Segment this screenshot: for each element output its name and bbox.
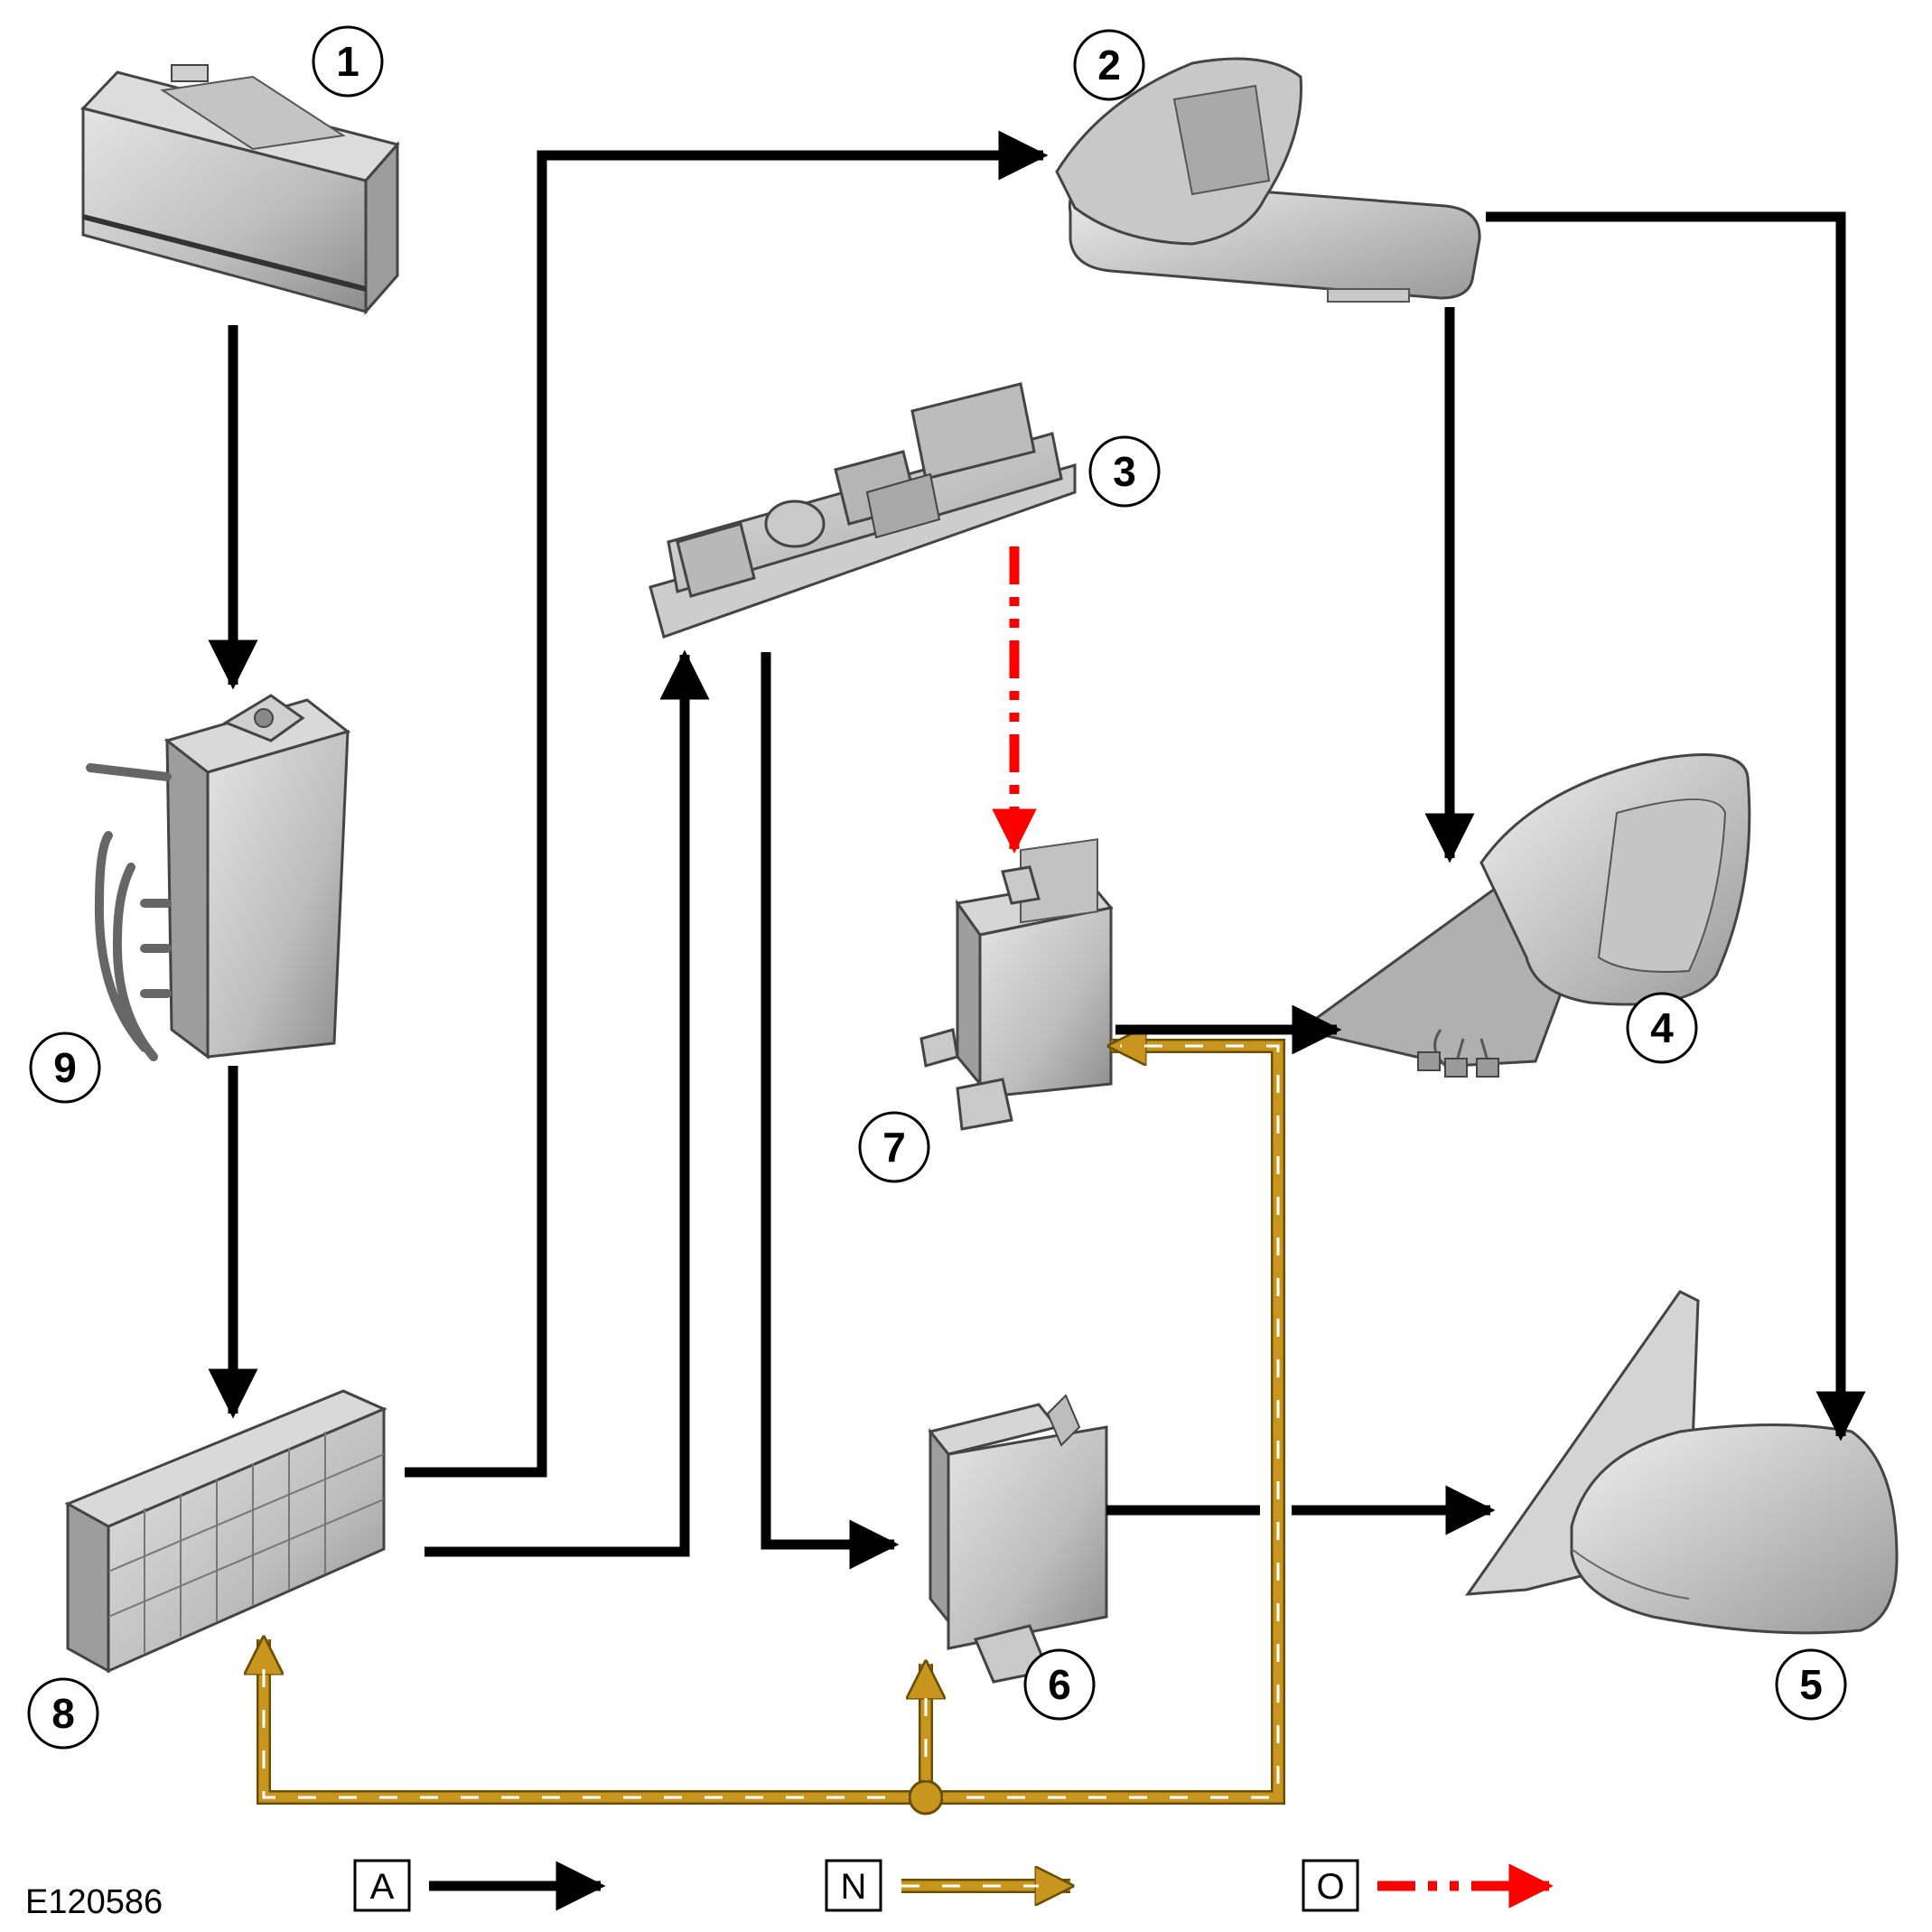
- callout-8: 8: [27, 1677, 99, 1750]
- callout-9: 9: [29, 1031, 101, 1104]
- battery-junction-box-component: [86, 694, 351, 1061]
- callout-8-label: 8: [51, 1690, 75, 1737]
- callout-5: 5: [1775, 1648, 1847, 1721]
- hardwired-connections: [208, 130, 1866, 1570]
- legend-item-a: A: [353, 1859, 606, 1912]
- callout-9-label: 9: [53, 1044, 77, 1091]
- passenger-door-mirror-component: [1297, 753, 1751, 1078]
- callout-7-label: 7: [882, 1124, 906, 1171]
- legend-key-o: O: [1316, 1867, 1344, 1907]
- callout-1: 1: [312, 25, 384, 98]
- passenger-door-module-component: [919, 838, 1114, 1131]
- legend-item-o: O: [1302, 1859, 1554, 1912]
- callout-6-label: 6: [1048, 1661, 1071, 1708]
- bus-network: [264, 1046, 1285, 1815]
- switch-pack-component: [649, 382, 1077, 639]
- callout-1-label: 1: [336, 38, 359, 85]
- callout-2-label: 2: [1097, 42, 1121, 89]
- central-junction-box-component: [64, 1389, 387, 1674]
- callout-4-label: 4: [1650, 1004, 1674, 1051]
- callout-5-label: 5: [1799, 1661, 1823, 1708]
- legend-item-n: N: [825, 1859, 1070, 1912]
- driver-door-module-component: [928, 1394, 1108, 1684]
- callout-3: 3: [1088, 435, 1161, 508]
- legend-key-a: A: [370, 1867, 395, 1907]
- callout-3-label: 3: [1113, 448, 1136, 495]
- callout-2: 2: [1073, 29, 1145, 101]
- battery-component: [80, 64, 400, 315]
- legend-key-n: N: [841, 1867, 867, 1907]
- legend: A N O: [353, 1859, 1554, 1912]
- figure-reference: E120586: [25, 1883, 163, 1921]
- callout-4: 4: [1626, 992, 1698, 1064]
- interior-mirror-component: [1055, 57, 1481, 303]
- callout-6: 6: [1023, 1648, 1096, 1721]
- callout-7: 7: [858, 1111, 930, 1183]
- driver-door-mirror-component: [1464, 1290, 1899, 1635]
